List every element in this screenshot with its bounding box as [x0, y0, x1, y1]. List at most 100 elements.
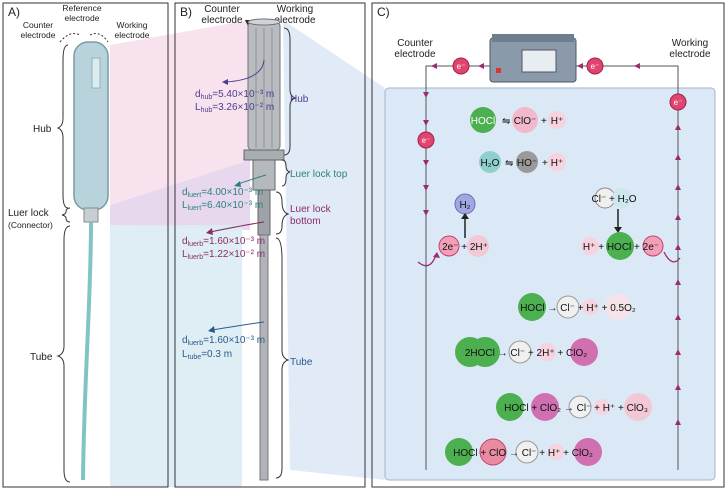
- svg-text:⇋: ⇋: [502, 116, 510, 127]
- b-luer-top: [252, 159, 276, 191]
- b-luer-bottom-brace: [275, 191, 290, 235]
- svg-text:e⁻: e⁻: [591, 62, 600, 71]
- a-counter-label-2: electrode: [21, 30, 56, 40]
- c-reaction-3: HOCl → Cl⁻ + H⁺ + 0.5O₂: [518, 293, 636, 321]
- b-luer-bottom-label-1: Luer lock: [290, 204, 332, 215]
- svg-text:HO⁻: HO⁻: [517, 158, 537, 169]
- b-counter-label-1: Counter: [204, 4, 240, 15]
- b-tube-body: [259, 234, 269, 481]
- b-tube-callout-head: [208, 326, 215, 333]
- b-luer-bottom-label-2: bottom: [290, 216, 321, 227]
- svg-text:ClO⁻: ClO⁻: [514, 116, 537, 127]
- b-l-luerb: Lluerb=1.22×10⁻² m: [182, 249, 265, 261]
- a-counter-label-1: Counter: [23, 20, 53, 30]
- c-cathode-reaction: H₂ 2e⁻ + 2H⁺: [417, 193, 489, 267]
- a-dashed-arcs: [59, 33, 109, 43]
- b-hub-flange: [243, 149, 285, 161]
- b-d-tube: dluerb=1.60×10⁻³ m: [182, 335, 265, 347]
- luer-projection: [110, 160, 250, 230]
- b-d-luert: dluert=4.00×10⁻³ m: [182, 187, 263, 199]
- b-hub-top: [247, 18, 281, 26]
- c-projection: [283, 20, 385, 480]
- b-luerb-callout: [209, 221, 265, 233]
- svg-text:H⁺: H⁺: [551, 158, 564, 169]
- a-hub-brace: [56, 44, 69, 209]
- c-working-label-2: electrode: [669, 49, 711, 60]
- svg-text:e⁻: e⁻: [422, 136, 431, 145]
- a-hub-label: Hub: [33, 124, 52, 135]
- b-working-label-2: electrode: [274, 15, 316, 26]
- b-luert-callout: [237, 174, 267, 185]
- a-tube: [81, 221, 93, 481]
- c-counter-label-1: Counter: [397, 38, 433, 49]
- c-wire-arrows: [423, 63, 681, 425]
- b-d-hub: dhub=5.40×10⁻³ m: [195, 89, 274, 101]
- a-hub-body: [73, 41, 109, 211]
- a-working-label-1: Working: [116, 20, 147, 30]
- c-reaction-2: H₂O ⇋ HO⁻ + H⁺: [479, 151, 566, 173]
- a-luer-connector: [83, 207, 99, 223]
- a-hub-window: [91, 57, 101, 89]
- c-reaction-4: 2HOCl → Cl⁻ + 2H⁺ + ClO₂: [455, 337, 598, 367]
- c-electrons: e⁻ e⁻ e⁻ e⁻: [417, 57, 687, 149]
- b-luer-top-label: Luer lock top: [290, 169, 348, 180]
- b-luer-top-brace: [281, 159, 291, 187]
- b-hub-label: Hub: [290, 94, 309, 105]
- c-potentiostat-screen: [521, 49, 557, 73]
- c-counter-label-2: electrode: [394, 49, 436, 60]
- b-hub-callout-head: [222, 79, 228, 85]
- b-l-hub: Lhub=3.26×10⁻² m: [195, 102, 274, 114]
- panel-c-label: C): [377, 5, 390, 19]
- svg-text:H⁺: H⁺: [551, 116, 564, 127]
- a-reference-label-1: Reference: [62, 3, 101, 13]
- b-tube-label: Tube: [290, 357, 313, 368]
- b-luerb-callout-head: [206, 228, 213, 235]
- svg-text:HOCl → Cl⁻ + H⁺ + 0.5O₂: HOCl → Cl⁻ + H⁺ + 0.5O₂: [520, 303, 636, 314]
- svg-text:e⁻: e⁻: [674, 98, 683, 107]
- b-working-label-1: Working: [277, 4, 314, 15]
- b-counter-label-2: electrode: [201, 15, 243, 26]
- a-luer-brace: [61, 207, 71, 223]
- c-anode-reaction: Cl⁻ + H₂O H⁺ + HOCl + 2e⁻: [581, 187, 681, 263]
- c-working-label-1: Working: [672, 38, 709, 49]
- c-reaction-1: HOCl ⇋ ClO⁻ + H⁺: [470, 107, 566, 133]
- b-l-luert: Lluert=6.40×10⁻³ m: [182, 200, 263, 212]
- svg-text:⇋: ⇋: [505, 158, 513, 169]
- svg-text:H₂: H₂: [459, 200, 470, 211]
- svg-text:2e⁻ + 2H⁺: 2e⁻ + 2H⁺: [442, 242, 488, 253]
- svg-text:+: +: [542, 158, 548, 169]
- b-luert-callout-head: [234, 181, 241, 187]
- hub-projection: [110, 20, 250, 205]
- b-tube-brace: [275, 237, 290, 479]
- c-solution-bath: [384, 87, 716, 481]
- b-tube-callout: [211, 321, 265, 331]
- svg-text:HOCl + ClO → Cl⁻ + H⁺ + ClO₂: HOCl + ClO → Cl⁻ + H⁺ + ClO₂: [453, 448, 593, 459]
- b-hub-callout: [224, 59, 265, 83]
- c-potentiostat-led: [496, 68, 501, 73]
- svg-text:+: +: [541, 116, 547, 127]
- a-working-label-2: electrode: [115, 30, 150, 40]
- panel-a-label: A): [8, 5, 20, 19]
- panel-b-frame: [174, 2, 366, 488]
- svg-text:H⁺ + HOCl + 2e⁻: H⁺ + HOCl + 2e⁻: [583, 242, 659, 253]
- svg-text:HOCl + ClO₂ → Cl⁻ + H⁺ + ClO₃: HOCl + ClO₂ → Cl⁻ + H⁺ + ClO₃: [504, 403, 648, 414]
- svg-text:H₂O: H₂O: [481, 158, 500, 169]
- svg-text:e⁻: e⁻: [457, 62, 466, 71]
- panel-a-frame: [2, 2, 169, 488]
- a-connector-label: (Connector): [8, 220, 53, 230]
- panel-c-frame: [371, 2, 725, 488]
- b-d-luerb: dluerb=1.60×10⁻³ m: [182, 236, 265, 248]
- a-reference-label-2: electrode: [65, 13, 100, 23]
- panel-b-label: B): [180, 5, 192, 19]
- svg-text:Cl⁻ + H₂O: Cl⁻ + H₂O: [592, 194, 637, 205]
- c-reaction-5: HOCl + ClO₂ → Cl⁻ + H⁺ + ClO₃: [496, 393, 652, 421]
- a-tube-brace: [56, 225, 71, 483]
- a-tube-label: Tube: [30, 352, 53, 363]
- b-hub-brace: [283, 27, 297, 156]
- a-luer-label: Luer lock: [8, 208, 50, 219]
- svg-text:2HOCl → Cl⁻ + 2H⁺ + ClO₂: 2HOCl → Cl⁻ + 2H⁺ + ClO₂: [465, 348, 587, 359]
- c-potentiostat-top: [492, 34, 574, 42]
- c-reaction-6: HOCl + ClO → Cl⁻ + H⁺ + ClO₂: [445, 438, 602, 466]
- svg-text:HOCl: HOCl: [471, 116, 495, 127]
